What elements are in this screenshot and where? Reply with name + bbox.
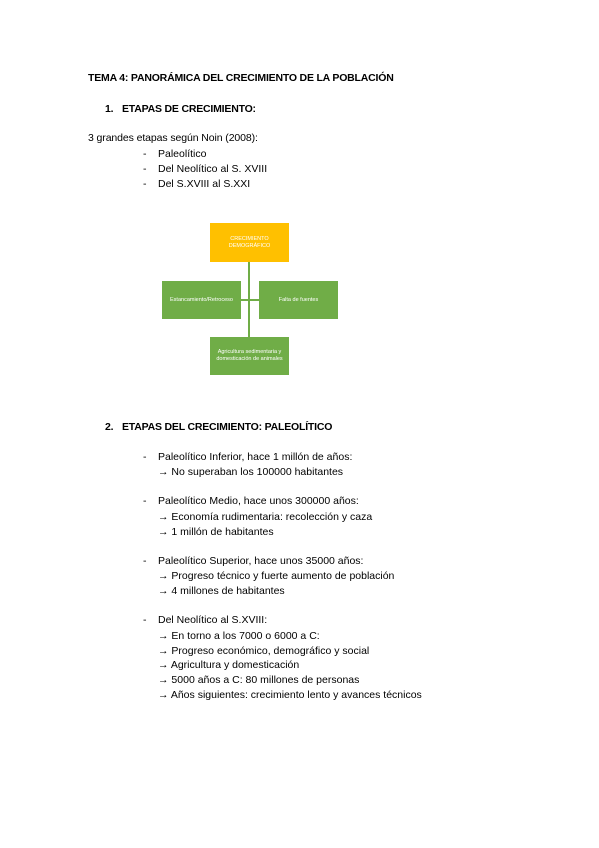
arrow-icon: →	[158, 466, 169, 478]
point-text: 4 millones de habitantes	[171, 585, 285, 597]
section1-heading: ETAPAS DE CRECIMIENTO:	[122, 103, 256, 115]
diagram-node-left: Estancamiento/Retroceso	[162, 281, 241, 319]
point-text: 1 millón de habitantes	[171, 526, 274, 538]
list-item: Del S.XVIII al S.XXI	[158, 178, 251, 190]
point-text: Progreso técnico y fuerte aumento de pob…	[171, 570, 395, 582]
arrow-icon: →	[158, 511, 169, 523]
bullet-dash: -	[143, 178, 147, 190]
arrow-icon: →	[158, 570, 169, 582]
bullet-dash: -	[143, 451, 147, 463]
arrow-icon: →	[158, 585, 169, 597]
arrow-icon: →	[158, 526, 169, 538]
arrow-point: → Años siguientes: crecimiento lento y a…	[158, 689, 422, 701]
section2-heading: ETAPAS DEL CRECIMIENTO: PALEOLÍTICO	[122, 421, 333, 433]
point-text: Economía rudimentaria: recolección y caz…	[171, 511, 373, 523]
diagram-node-right: Falta de fuentes	[259, 281, 338, 319]
arrow-icon: →	[158, 630, 169, 642]
group-title: Paleolítico Medio, hace unos 300000 años…	[158, 495, 359, 507]
arrow-icon: →	[158, 674, 169, 686]
point-text: En torno a los 7000 o 6000 a C:	[171, 630, 320, 642]
point-text: No superaban los 100000 habitantes	[171, 466, 344, 478]
bullet-dash: -	[143, 163, 147, 175]
bullet-dash: -	[143, 614, 147, 626]
point-text: Años siguientes: crecimiento lento y ava…	[170, 689, 422, 701]
point-text: Agricultura y domesticación	[170, 659, 300, 671]
group-title: Paleolítico Superior, hace unos 35000 añ…	[158, 555, 364, 567]
bullet-dash: -	[143, 555, 147, 567]
list-item: Del Neolítico al S. XVIII	[158, 163, 268, 175]
section1-intro: 3 grandes etapas según Noin (2008):	[88, 132, 258, 144]
bullet-dash: -	[143, 148, 147, 160]
arrow-point: → 5000 años a C: 80 millones de personas	[158, 674, 359, 686]
section1-number: 1.	[105, 103, 114, 115]
arrow-icon: →	[158, 645, 169, 657]
point-text: 5000 años a C: 80 millones de personas	[171, 674, 360, 686]
connector-horizontal	[241, 299, 259, 301]
point-text: Progreso económico, demográfico y social	[171, 645, 370, 657]
arrow-point: → Economía rudimentaria: recolección y c…	[158, 511, 372, 523]
section2-number: 2.	[105, 421, 114, 433]
diagram-node-bottom: Agricultura sedimentaria y domesticación…	[210, 337, 289, 375]
arrow-icon: →	[158, 689, 169, 701]
group-title: Del Neolítico al S.XVIII:	[158, 614, 268, 626]
diagram-node-top: CRECIMIENTO DEMOGRÁFICO	[210, 223, 289, 262]
list-item: Paleolítico	[158, 148, 207, 160]
arrow-point: → En torno a los 7000 o 6000 a C:	[158, 630, 320, 642]
arrow-point: → 1 millón de habitantes	[158, 526, 274, 538]
document-title: TEMA 4: PANORÁMICA DEL CRECIMIENTO DE LA…	[88, 72, 394, 84]
arrow-icon: →	[158, 659, 169, 671]
group-title: Paleolítico Inferior, hace 1 millón de a…	[158, 451, 353, 463]
arrow-point: → Progreso técnico y fuerte aumento de p…	[158, 570, 394, 582]
arrow-point: → Agricultura y domesticación	[158, 659, 299, 671]
bullet-dash: -	[143, 495, 147, 507]
arrow-point: → Progreso económico, demográfico y soci…	[158, 645, 369, 657]
arrow-point: → No superaban los 100000 habitantes	[158, 466, 343, 478]
arrow-point: → 4 millones de habitantes	[158, 585, 285, 597]
